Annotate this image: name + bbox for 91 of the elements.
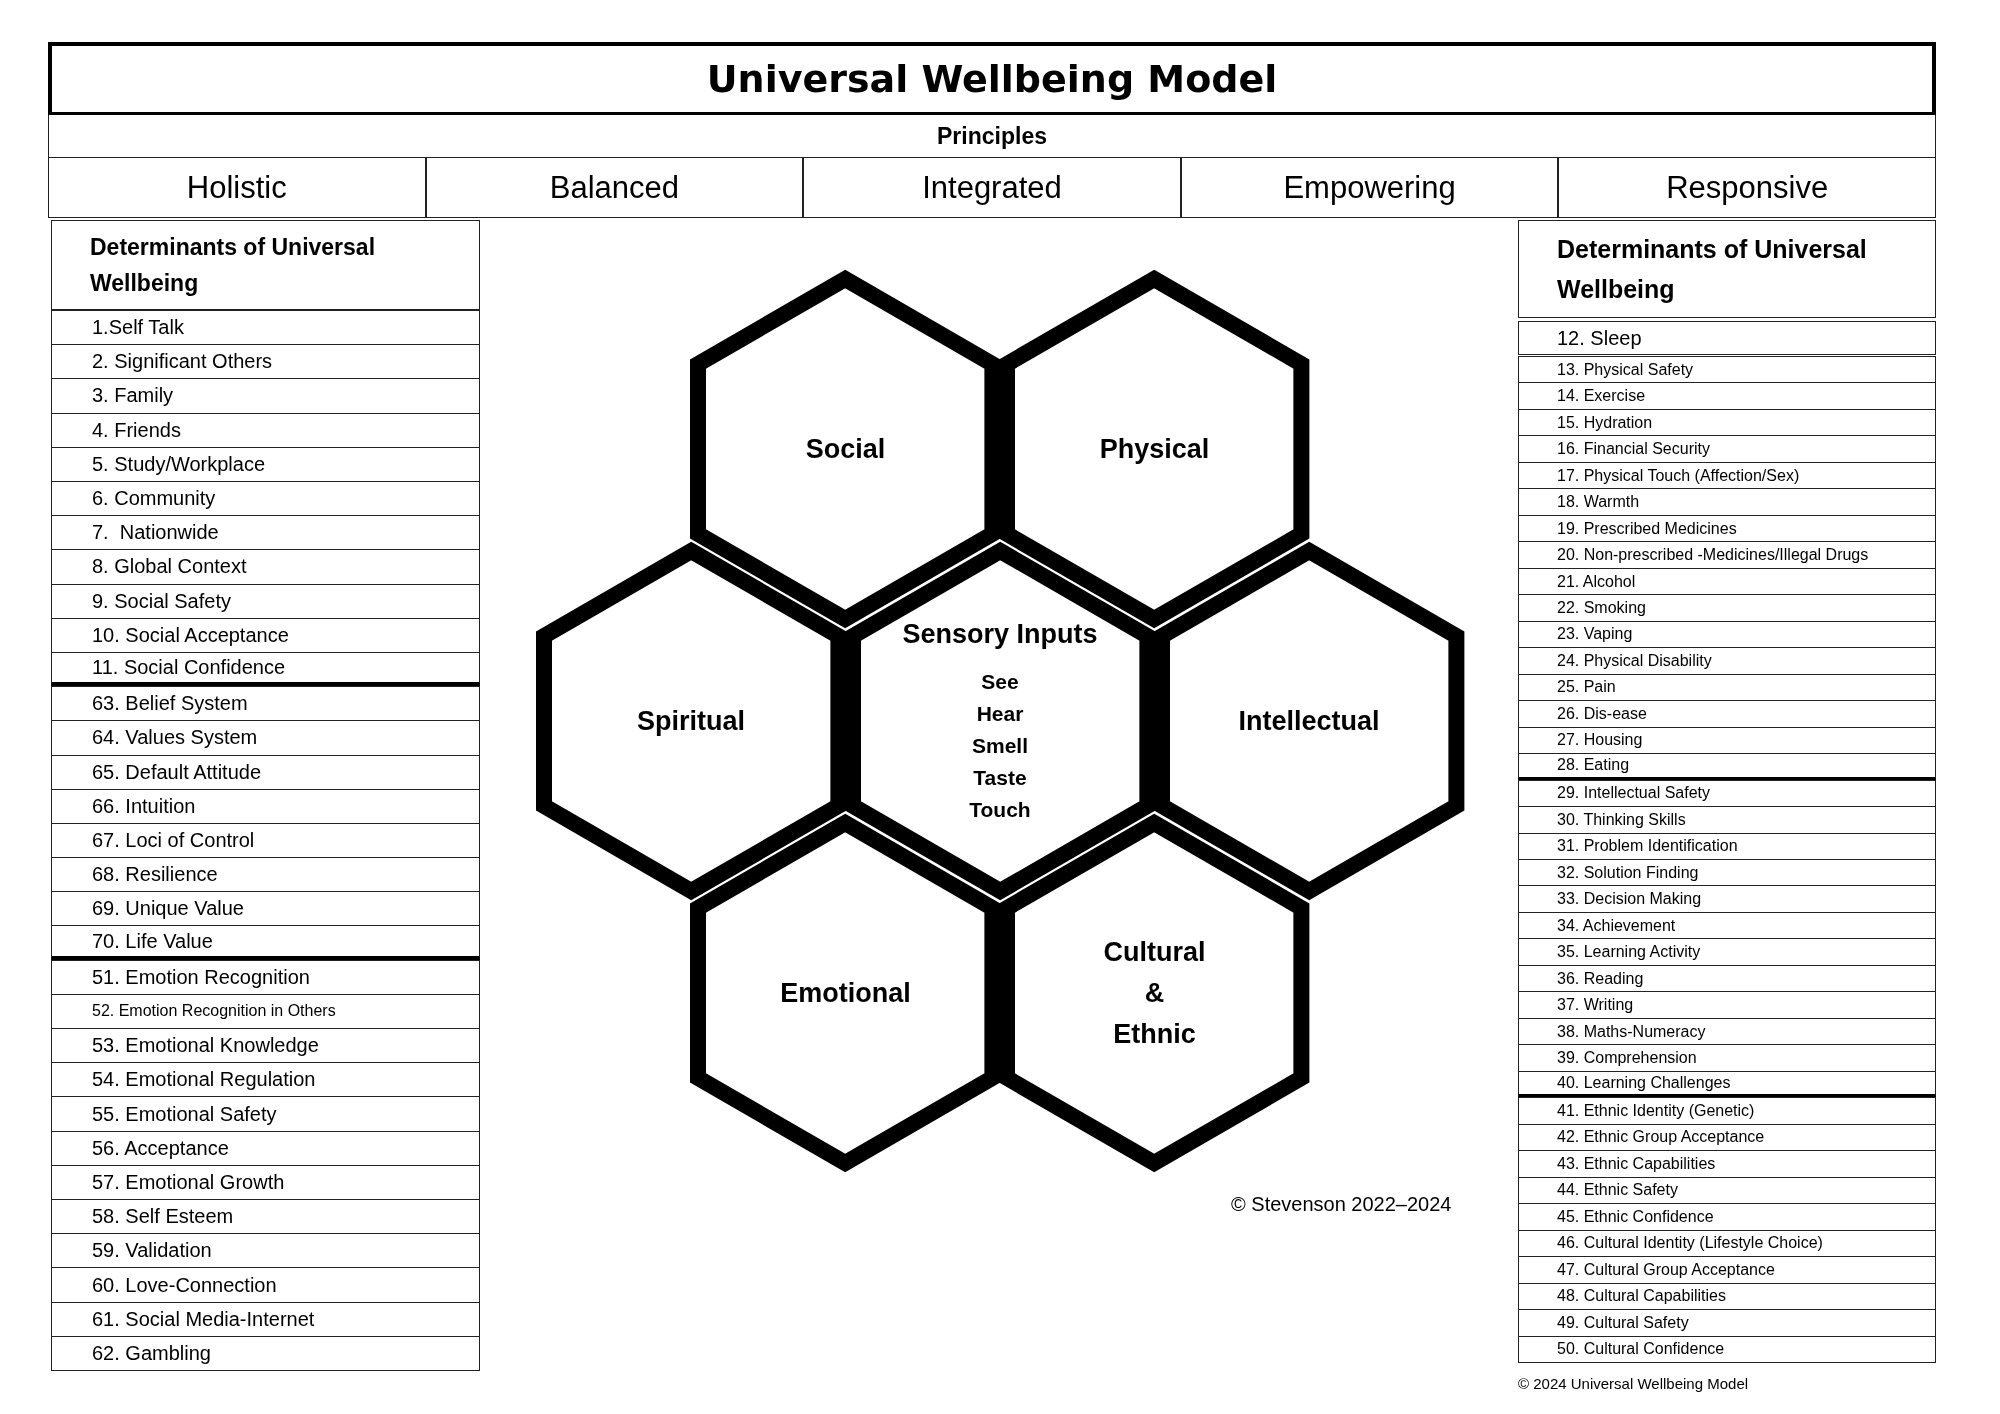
- hexagon-label: Spiritual: [636, 704, 745, 738]
- determinant-row: 15. Hydration: [1518, 408, 1936, 437]
- determinant-row: 68. Resilience: [51, 857, 480, 893]
- determinant-row: 39. Comprehension: [1518, 1044, 1936, 1072]
- determinant-row: 10. Social Acceptance: [51, 617, 480, 653]
- determinant-row: 46. Cultural Identity (Lifestyle Choice): [1518, 1229, 1936, 1258]
- column-header: Determinants of Universal Wellbeing: [51, 220, 480, 310]
- hexagon-label: Emotional: [780, 976, 911, 1010]
- determinant-row: 33. Decision Making: [1518, 885, 1936, 913]
- determinant-row: 57. Emotional Growth: [51, 1164, 480, 1200]
- determinant-row: 7. Nationwide: [51, 515, 480, 551]
- principle-cell: Responsive: [1558, 157, 1936, 218]
- determinant-row: 11. Social Confidence: [51, 651, 480, 688]
- hexagon-label: Social: [805, 432, 886, 466]
- determinant-row: 12. Sleep: [1518, 321, 1936, 355]
- determinant-row: 26. Dis-ease: [1518, 700, 1936, 728]
- determinant-row: 66. Intuition: [51, 788, 480, 824]
- principle-cell: Integrated: [803, 157, 1181, 218]
- determinant-row: 49. Cultural Safety: [1518, 1309, 1936, 1337]
- determinant-row: 44. Ethnic Safety: [1518, 1176, 1936, 1205]
- determinant-row: 63. Belief System: [51, 686, 480, 722]
- determinant-row: 58. Self Esteem: [51, 1199, 480, 1235]
- determinant-row: 40. Learning Challenges: [1518, 1070, 1936, 1099]
- determinant-row: 45. Ethnic Confidence: [1518, 1203, 1936, 1231]
- determinant-row: 34. Achievement: [1518, 911, 1936, 940]
- determinant-row: 52. Emotion Recognition in Others: [51, 993, 480, 1030]
- determinant-row: 24. Physical Disability: [1518, 647, 1936, 675]
- determinant-row: 41. Ethnic Identity (Genetic): [1518, 1097, 1936, 1125]
- determinant-row: 31. Problem Identification: [1518, 832, 1936, 860]
- determinant-row: 19. Prescribed Medicines: [1518, 514, 1936, 543]
- determinant-row: 25. Pain: [1518, 673, 1936, 702]
- determinant-row: 9. Social Safety: [51, 583, 480, 619]
- determinant-row: 43. Ethnic Capabilities: [1518, 1150, 1936, 1178]
- determinant-row: 55. Emotional Safety: [51, 1096, 480, 1132]
- determinant-row: 38. Maths-Numeracy: [1518, 1017, 1936, 1046]
- determinant-row: 69. Unique Value: [51, 891, 480, 927]
- determinant-row: 13. Physical Safety: [1518, 356, 1936, 384]
- determinant-row: 48. Cultural Capabilities: [1518, 1282, 1936, 1311]
- determinant-row: 28. Eating: [1518, 753, 1936, 781]
- determinant-row: 47. Cultural Group Acceptance: [1518, 1256, 1936, 1284]
- determinant-row: 5. Study/Workplace: [51, 446, 480, 482]
- determinant-row: 70. Life Value: [51, 925, 480, 961]
- determinant-row: 23. Vaping: [1518, 620, 1936, 649]
- sense-list: See Hear Smell Taste Touch: [969, 665, 1031, 826]
- hexagon-label: Physical: [1099, 432, 1210, 466]
- principle-cell: Empowering: [1180, 157, 1559, 218]
- column-header: Determinants of Universal Wellbeing: [1518, 220, 1936, 318]
- copyright-note: © Stevenson 2022–2024: [1231, 1193, 1452, 1216]
- hexagon-label: Intellectual: [1238, 704, 1380, 738]
- copyright-note: © 2024 Universal Wellbeing Model: [1518, 1375, 1749, 1392]
- determinant-row: 30. Thinking Skills: [1518, 806, 1936, 834]
- principle-cell: Holistic: [48, 157, 426, 218]
- determinant-row: 67. Loci of Control: [51, 822, 480, 859]
- principle-cell: Balanced: [425, 157, 804, 218]
- determinant-row: 4. Friends: [51, 412, 480, 448]
- determinant-row: 29. Intellectual Safety: [1518, 779, 1936, 808]
- determinant-row: 16. Financial Security: [1518, 435, 1936, 463]
- determinant-row: 17. Physical Touch (Affection/Sex): [1518, 461, 1936, 490]
- determinant-row: 61. Social Media-Internet: [51, 1301, 480, 1337]
- determinant-row: 42. Ethnic Group Acceptance: [1518, 1123, 1936, 1152]
- determinant-row: 59. Validation: [51, 1233, 480, 1269]
- hexagon: [843, 540, 1157, 902]
- determinant-row: 18. Warmth: [1518, 488, 1936, 516]
- determinant-row: 50. Cultural Confidence: [1518, 1335, 1936, 1363]
- determinant-row: 14. Exercise: [1518, 382, 1936, 410]
- hexagon-label: Cultural & Ethnic: [1103, 935, 1206, 1051]
- determinant-row: 53. Emotional Knowledge: [51, 1028, 480, 1064]
- determinant-row: 37. Writing: [1518, 991, 1936, 1019]
- determinant-row: 54. Emotional Regulation: [51, 1062, 480, 1098]
- determinant-row: 8. Global Context: [51, 549, 480, 585]
- determinant-row: 60. Love-Connection: [51, 1267, 480, 1303]
- hexagon: [1152, 540, 1466, 902]
- determinant-row: 1.Self Talk: [51, 310, 480, 346]
- determinant-row: 21. Alcohol: [1518, 567, 1936, 596]
- determinant-row: 3. Family: [51, 378, 480, 414]
- determinant-row: 27. Housing: [1518, 726, 1936, 755]
- determinant-row: 2. Significant Others: [51, 344, 480, 380]
- determinant-row: 32. Solution Finding: [1518, 859, 1936, 887]
- determinant-row: 20. Non-prescribed -Medicines/Illegal Drugs: [1518, 541, 1936, 569]
- hexagon-label: Sensory Inputs: [902, 617, 1098, 651]
- determinant-row: 65. Default Attitude: [51, 754, 480, 790]
- determinant-row: 36. Reading: [1518, 964, 1936, 993]
- principles-header: Principles: [48, 115, 1936, 158]
- determinant-row: 22. Smoking: [1518, 594, 1936, 622]
- hexagon: [534, 540, 848, 902]
- determinant-row: 51. Emotion Recognition: [51, 959, 480, 995]
- determinant-row: 56. Acceptance: [51, 1130, 480, 1166]
- determinant-row: 62. Gambling: [51, 1335, 480, 1371]
- determinant-row: 64. Values System: [51, 720, 480, 756]
- determinant-row: 35. Learning Activity: [1518, 938, 1936, 966]
- determinant-row: 6. Community: [51, 480, 480, 517]
